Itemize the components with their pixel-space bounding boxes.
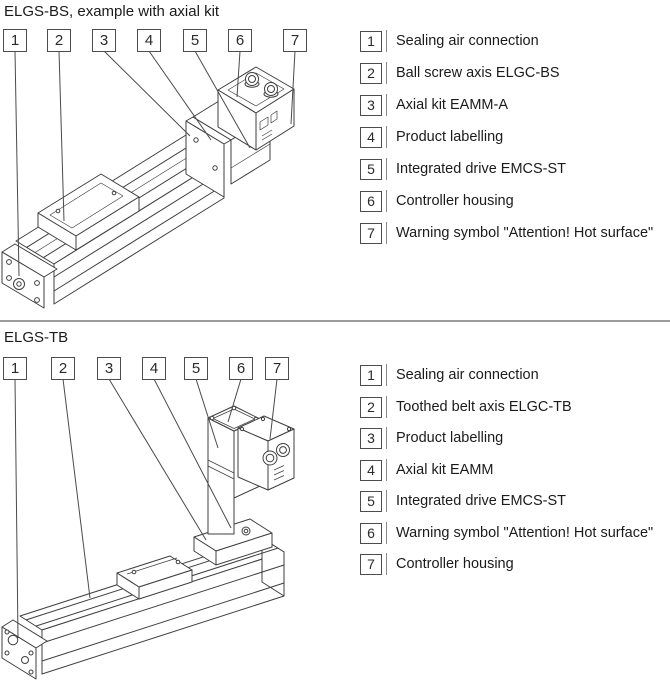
legend-divider — [386, 190, 387, 212]
legend-num: 2 — [360, 396, 382, 418]
legend-num: 4 — [360, 459, 382, 481]
legend-divider — [386, 62, 387, 84]
legend-divider — [386, 553, 387, 575]
axial-kit — [185, 116, 232, 198]
callout-box-6: 6 — [228, 29, 252, 52]
legend-label: Ball screw axis ELGC-BS — [396, 65, 560, 81]
callout-box-2: 2 — [51, 357, 75, 380]
legend-label: Integrated drive EMCS-ST — [396, 493, 567, 509]
callout-box-5: 5 — [184, 357, 208, 380]
legend-label: Warning symbol "Attention! Hot surface" — [396, 525, 654, 541]
sealing-air-end-cap — [1, 619, 48, 680]
legend-divider — [386, 396, 387, 418]
legend-divider — [386, 490, 387, 512]
legend-divider — [386, 427, 387, 449]
m8-connector-icon — [262, 450, 278, 466]
callout-box-2: 2 — [47, 29, 71, 52]
legend-item: 6 Warning symbol "Attention! Hot surface… — [360, 522, 653, 544]
legend-item: 5 Integrated drive EMCS-ST — [360, 490, 566, 512]
callout-box-4: 4 — [142, 357, 166, 380]
controller-housing — [237, 415, 295, 491]
legend-num: 1 — [360, 30, 382, 52]
legend-label: Axial kit EAMM — [396, 462, 494, 478]
legend-item: 4 Axial kit EAMM — [360, 459, 494, 481]
axial-kit — [193, 518, 273, 566]
legend-label: Toothed belt axis ELGC-TB — [396, 399, 572, 415]
legend-item: 7 Controller housing — [360, 553, 514, 575]
legend-divider — [386, 364, 387, 386]
controller-housing — [217, 66, 295, 151]
m12-connector-icon — [263, 82, 279, 98]
legend-num: 5 — [360, 490, 382, 512]
elgs-bs-diagram — [1, 50, 296, 309]
section-title-elgs-bs: ELGS-BS, example with axial kit — [4, 3, 220, 20]
legend-label: Controller housing — [396, 556, 514, 572]
legend-num: 1 — [360, 364, 382, 386]
callout-box-5: 5 — [183, 29, 207, 52]
legend-num: 3 — [360, 427, 382, 449]
leader-lines — [14, 50, 296, 277]
callout-box-7: 7 — [283, 29, 307, 52]
legend-divider — [386, 158, 387, 180]
legend-num: 3 — [360, 94, 382, 116]
legend-item: 1 Sealing air connection — [360, 364, 539, 386]
legend-divider — [386, 222, 387, 244]
toothed-belt-axis-rail — [19, 537, 285, 675]
legend-num: 2 — [360, 62, 382, 84]
section-title-elgs-tb: ELGS-TB — [4, 329, 69, 346]
legend-divider — [386, 126, 387, 148]
legend-num: 4 — [360, 126, 382, 148]
m8-connector-icon — [244, 72, 260, 88]
legend-label: Product labelling — [396, 129, 504, 145]
legend-num: 7 — [360, 222, 382, 244]
legend-num: 6 — [360, 190, 382, 212]
legend-num: 5 — [360, 158, 382, 180]
legend-num: 7 — [360, 553, 382, 575]
leader-lines — [14, 378, 278, 639]
carriage — [116, 555, 193, 600]
callout-box-7: 7 — [265, 357, 289, 380]
legend-item: 6 Controller housing — [360, 190, 514, 212]
legend-item: 2 Ball screw axis ELGC-BS — [360, 62, 560, 84]
legend-label: Axial kit EAMM-A — [396, 97, 508, 113]
callout-box-6: 6 — [229, 357, 253, 380]
legend-item: 3 Product labelling — [360, 427, 503, 449]
callout-box-3: 3 — [97, 357, 121, 380]
elgs-tb-diagram — [1, 378, 295, 680]
legend-num: 6 — [360, 522, 382, 544]
legend-label: Sealing air connection — [396, 33, 539, 49]
carriage — [37, 173, 140, 251]
legend-item: 7 Warning symbol "Attention! Hot surface… — [360, 222, 653, 244]
legend-label: Warning symbol "Attention! Hot surface" — [396, 225, 654, 241]
m12-connector-icon — [276, 443, 290, 457]
legend-item: 3 Axial kit EAMM-A — [360, 94, 508, 116]
legend-divider — [386, 522, 387, 544]
callout-box-4: 4 — [137, 29, 161, 52]
legend-label: Integrated drive EMCS-ST — [396, 161, 567, 177]
legend-item: 4 Product labelling — [360, 126, 503, 148]
legend-label: Controller housing — [396, 193, 514, 209]
legend-label: Product labelling — [396, 430, 504, 446]
sealing-air-end-cap — [1, 243, 58, 309]
legend-item: 2 Toothed belt axis ELGC-TB — [360, 396, 572, 418]
legend-label: Sealing air connection — [396, 367, 539, 383]
callout-box-1: 1 — [3, 357, 27, 380]
callout-box-3: 3 — [92, 29, 116, 52]
section-divider — [0, 320, 670, 322]
callout-box-1: 1 — [3, 29, 27, 52]
legend-divider — [386, 94, 387, 116]
legend-item: 5 Integrated drive EMCS-ST — [360, 158, 566, 180]
legend-item: 1 Sealing air connection — [360, 30, 539, 52]
legend-divider — [386, 459, 387, 481]
legend-divider — [386, 30, 387, 52]
